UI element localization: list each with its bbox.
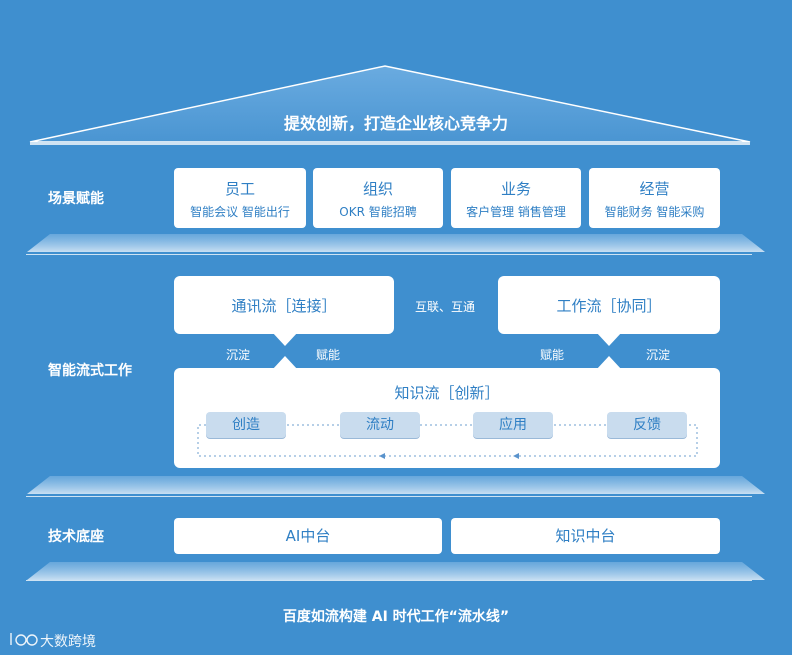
card-title: 员工 [224,180,255,198]
row-label-workflow: 智能流式工作 [48,363,132,379]
row-label-scene: 场景赋能 [48,191,104,207]
divider-1 [26,254,752,255]
ai-platform-card[interactable]: AI中台 [174,518,442,554]
work-flow-box[interactable]: 工作流［协同］ [498,276,720,334]
card-subtitle: 智能会议 智能出行 [190,205,290,219]
work-flow-title: 工作流［协同］ [556,297,662,315]
knowledge-notch-left [272,356,298,370]
right-sediment-label: 沉淀 [646,348,671,362]
footer-caption: 百度如流构建 AI 时代工作“流水线” [282,609,510,625]
comm-flow-title: 通讯流［连接］ [231,297,337,315]
row-label-tech: 技术底座 [48,529,104,545]
link-label: 互联、互通 [415,300,476,314]
scene-card-organization[interactable]: 组织 OKR 智能招聘 [313,168,443,228]
roof-title: 提效创新，打造企业核心竞争力 [283,114,508,133]
knowledge-platform-card[interactable]: 知识中台 [451,518,720,554]
step-apply[interactable]: 应用 [473,412,553,438]
divider-2 [26,496,752,497]
comm-flow-box[interactable]: 通讯流［连接］ [174,276,394,334]
scene-card-operation[interactable]: 经营 智能财务 智能采购 [589,168,720,228]
card-subtitle: OKR 智能招聘 [339,205,417,219]
roof [29,65,751,145]
shelf-3 [27,562,765,580]
watermark-logo-icon [10,633,38,646]
step-feedback[interactable]: 反馈 [607,412,687,438]
card-title: 经营 [639,180,670,198]
shelf-1 [27,234,765,252]
card-subtitle: 智能财务 智能采购 [604,205,705,219]
watermark-text: 大数跨境 [40,634,96,650]
comm-flow-notch [272,332,298,346]
divider-3 [26,580,752,581]
scene-card-business[interactable]: 业务 客户管理 销售管理 [451,168,581,228]
knowledge-platform-label: 知识中台 [555,527,616,545]
card-subtitle: 客户管理 销售管理 [466,205,566,219]
step-flow[interactable]: 流动 [340,412,420,438]
work-flow-notch [596,332,622,346]
ai-platform-label: AI中台 [285,527,331,545]
card-title: 组织 [362,180,393,198]
scene-card-employee[interactable]: 员工 智能会议 智能出行 [174,168,306,228]
right-empower-label: 赋能 [540,348,565,362]
shelf-2 [27,476,765,494]
left-empower-label: 赋能 [316,348,341,362]
knowledge-flow-title: 知识流［创新］ [394,384,500,402]
step-create[interactable]: 创造 [206,412,286,438]
card-title: 业务 [500,180,531,198]
knowledge-notch-right [596,356,622,370]
left-sediment-label: 沉淀 [226,348,251,362]
